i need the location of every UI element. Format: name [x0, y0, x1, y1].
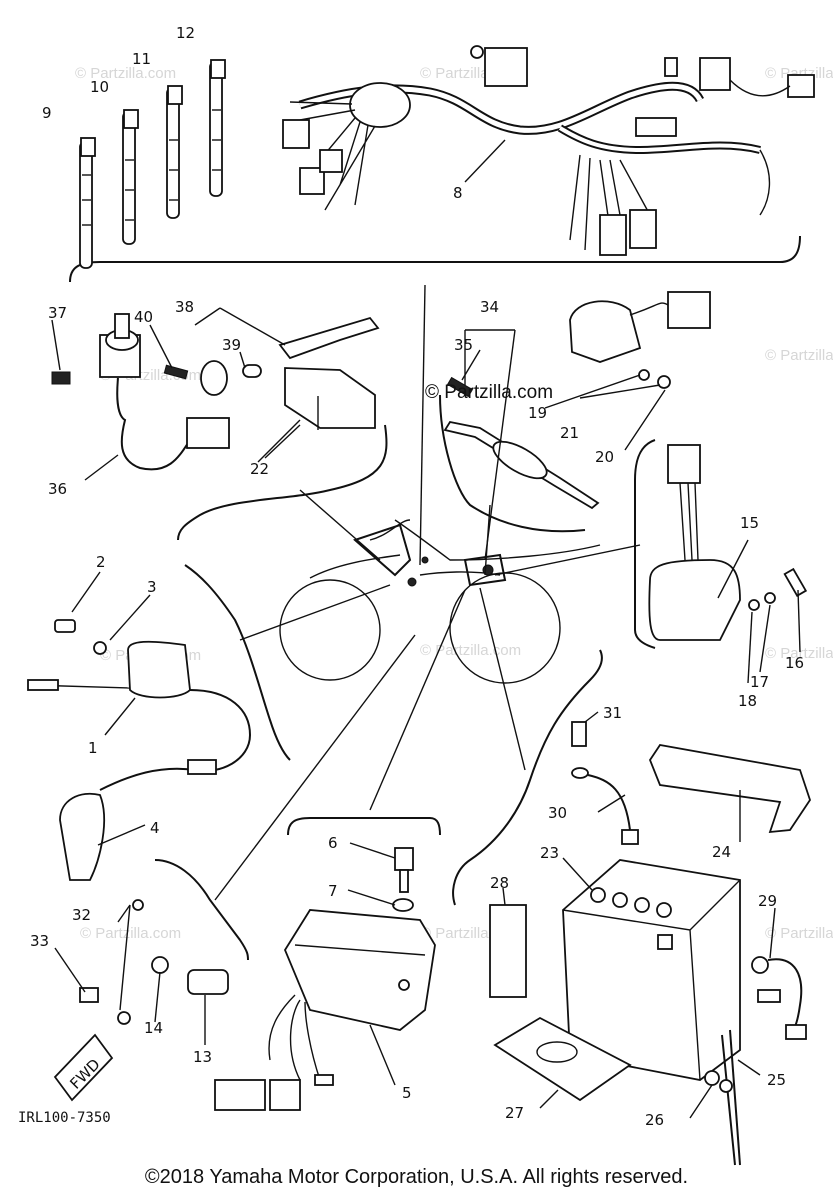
callout-labels: 1 2 3 4 5 6 7 8 9 10 11 12 13 14 15 16 1… [30, 24, 804, 1129]
callout-1: 1 [88, 739, 98, 757]
faint-watermark: © Partzilla.com [765, 925, 833, 942]
band-11 [166, 85, 183, 219]
callout-10: 10 [90, 78, 109, 96]
faint-watermark: © Partzilla.com [80, 925, 181, 942]
faint-watermark: © Partzilla.com [765, 645, 833, 662]
callout-11: 11 [132, 50, 151, 68]
part-38 [200, 360, 228, 396]
copyright-notice: ©2018 Yamaha Motor Corporation, U.S.A. A… [144, 1166, 689, 1188]
regulator-group [634, 439, 808, 649]
relay [569, 300, 642, 363]
battery-pad [493, 1016, 632, 1102]
cdi-unit [283, 909, 436, 1031]
ignition-coil [127, 640, 191, 699]
callout-32: 32 [72, 906, 91, 924]
callout-29: 29 [758, 892, 777, 910]
group-bracket [69, 235, 801, 283]
motorcycle-outline [214, 284, 641, 901]
callout-4: 4 [150, 819, 160, 837]
callout-35: 35 [454, 336, 473, 354]
callout-26: 26 [645, 1111, 664, 1129]
faint-watermark: © Partzilla.com [420, 642, 521, 659]
callout-33: 33 [30, 932, 49, 950]
callout-22: 22 [250, 460, 269, 478]
callout-17: 17 [750, 673, 769, 691]
diagram-code: IRL100-7350 [18, 1110, 111, 1126]
fwd-arrow [53, 1033, 114, 1102]
part-40 [163, 364, 189, 380]
sensor-group: FWD [53, 859, 249, 1102]
callout-13: 13 [193, 1048, 212, 1066]
callout-27: 27 [505, 1104, 524, 1122]
callout-23: 23 [540, 844, 559, 862]
callout-18: 18 [738, 692, 757, 710]
callout-24: 24 [712, 843, 731, 861]
callout-31: 31 [603, 704, 622, 722]
callout-7: 7 [328, 882, 338, 900]
switch-group [51, 307, 388, 541]
callout-8: 8 [453, 184, 463, 202]
group-bracket [154, 859, 249, 961]
part-22-box [284, 367, 376, 429]
group-bracket [184, 564, 291, 761]
callout-9: 9 [42, 104, 52, 122]
group-bracket [452, 649, 603, 906]
group-bracket [439, 394, 586, 533]
callout-39: 39 [222, 336, 241, 354]
band-10 [122, 109, 139, 245]
band-12 [209, 59, 226, 197]
callout-14: 14 [144, 1019, 163, 1037]
callout-40: 40 [134, 308, 153, 326]
group-bracket [287, 817, 441, 836]
callout-5: 5 [402, 1084, 412, 1102]
partzilla-watermark: © Partzilla.com [425, 382, 553, 403]
callout-20: 20 [595, 448, 614, 466]
tube-group [439, 291, 711, 561]
faint-watermark: © Partzilla.com [765, 347, 833, 364]
battery-group [452, 649, 811, 1166]
part-37 [51, 371, 71, 385]
faint-watermark: © Partzilla.com [765, 65, 833, 82]
callout-36: 36 [48, 480, 67, 498]
battery-band [648, 744, 811, 834]
callout-6: 6 [328, 834, 338, 852]
callout-25: 25 [767, 1071, 786, 1089]
callout-30: 30 [548, 804, 567, 822]
band-9 [79, 137, 96, 269]
callout-28: 28 [490, 874, 509, 892]
callout-15: 15 [740, 514, 759, 532]
indicator-lead [278, 316, 380, 360]
regulator-body [648, 559, 741, 641]
top-group [69, 45, 815, 283]
callout-16: 16 [785, 654, 804, 672]
wire-harness [282, 45, 815, 256]
callout-38: 38 [175, 298, 194, 316]
part-39 [242, 364, 262, 378]
faint-watermark: © Partzilla.com [75, 65, 176, 82]
callout-21: 21 [560, 424, 579, 442]
callout-34: 34 [480, 298, 499, 316]
group-bracket [177, 424, 388, 541]
callout-37: 37 [48, 304, 67, 322]
callout-19: 19 [528, 404, 547, 422]
group-bracket [634, 439, 656, 649]
coil-group [27, 564, 291, 881]
callout-12: 12 [176, 24, 195, 42]
callout-3: 3 [147, 578, 157, 596]
callout-2: 2 [96, 553, 106, 571]
plug-cap [59, 792, 106, 881]
cdi-group [214, 817, 441, 1111]
leader-lines [51, 139, 801, 1119]
sensor [187, 969, 229, 995]
